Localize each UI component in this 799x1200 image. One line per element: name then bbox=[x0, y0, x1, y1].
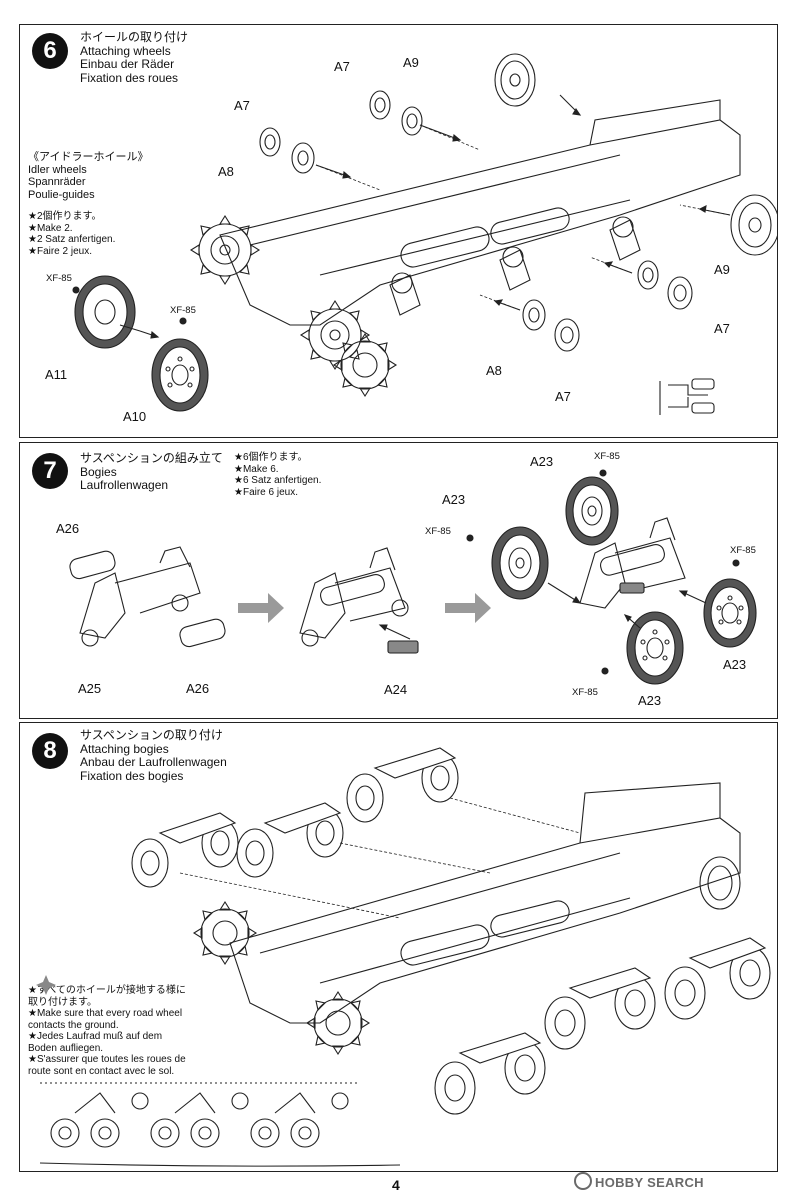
note-jp-line2: 取り付けます。 bbox=[28, 996, 97, 1008]
part-a23-top: A23 bbox=[530, 454, 554, 469]
note-fr-line1: ★S'assurer que toutes les roues de bbox=[28, 1054, 186, 1065]
part-a9-top: A9 bbox=[403, 55, 419, 70]
part-a7-bottom-rear: A7 bbox=[714, 321, 730, 336]
idler-title-fr: Poulie-guides bbox=[28, 188, 95, 201]
watermark: HOBBY SEARCH bbox=[574, 1172, 704, 1190]
step-7-title-en: Bogies bbox=[80, 464, 117, 479]
note-fr-line2: route sont en contact avec le sol. bbox=[28, 1065, 175, 1077]
idler-wheel-heading: 《アイドラーホイール》 Idler wheels Spannräder Poul… bbox=[28, 151, 148, 201]
idler-title-en: Idler wheels bbox=[28, 163, 87, 176]
note-de-line2: Boden aufliegen. bbox=[28, 1042, 104, 1054]
idler-title-jp: 《アイドラーホイール》 bbox=[28, 151, 149, 163]
step-6-panel: 6 ホイールの取り付け Attaching wheels Einbau der … bbox=[19, 24, 778, 438]
note-de-line1: ★Jedes Laufrad muß auf dem bbox=[28, 1031, 163, 1042]
part-a9-bottom: A9 bbox=[714, 262, 730, 277]
part-a24: A24 bbox=[384, 682, 408, 697]
step-6-title-de: Einbau der Räder bbox=[80, 57, 175, 71]
step-6-title-jp: ホイールの取り付け bbox=[80, 30, 189, 44]
watermark-logo-icon bbox=[574, 1172, 592, 1190]
step-6-title: ホイールの取り付け Attaching wheels Einbau der Rä… bbox=[80, 30, 189, 85]
paint-xf85-top: XF-85 bbox=[594, 451, 620, 462]
step-8-title-en: Attaching bogies bbox=[80, 741, 169, 756]
step-7-title: サスペンションの組み立て Bogies Laufrollenwagen bbox=[80, 451, 223, 493]
step-8-title-jp: サスペンションの取り付け bbox=[80, 728, 223, 742]
step-8-title-de: Anbau der Laufrollenwagen bbox=[80, 755, 227, 769]
part-a8-top: A8 bbox=[218, 164, 234, 179]
step-8-assembly-drawing bbox=[36, 747, 771, 1167]
part-a7-top-front: A7 bbox=[234, 98, 250, 113]
note-en-line1: ★Make sure that every road wheel bbox=[28, 1008, 183, 1019]
part-a26-bottom: A26 bbox=[186, 681, 210, 696]
step-7-title-jp: サスペンションの組み立て bbox=[80, 451, 223, 465]
bogie-make-note: ★6個作ります。 ★Make 6. ★6 Satz anfertigen. ★F… bbox=[234, 452, 321, 498]
paint-xf85-bottom: XF-85 bbox=[572, 687, 598, 698]
idler-make-fr: ★Faire 2 jeux. bbox=[28, 245, 92, 257]
paint-xf85-right: XF-85 bbox=[730, 545, 756, 556]
part-a11: A11 bbox=[45, 367, 68, 382]
step-8-title-fr: Fixation des bogies bbox=[80, 768, 184, 783]
part-a23-bottom: A23 bbox=[638, 693, 662, 708]
paint-xf85-a11: XF-85 bbox=[46, 273, 72, 284]
idler-make-note: ★2個作ります。 ★Make 2. ★2 Satz anfertigen. ★F… bbox=[28, 211, 115, 257]
bogie-make-de: ★6 Satz anfertigen. bbox=[234, 475, 322, 486]
step-8-panel: 8 サスペンションの取り付け Attaching bogies Anbau de… bbox=[19, 722, 778, 1172]
paint-xf85-a10: XF-85 bbox=[170, 305, 196, 316]
ground-contact-note: ★すべてのホイールが接地する様に 取り付けます。 ★Make sure that… bbox=[28, 985, 186, 1077]
part-a8-bottom: A8 bbox=[486, 363, 502, 378]
part-a7-bottom-front: A7 bbox=[555, 389, 571, 404]
step-7-title-de: Laufrollenwagen bbox=[80, 478, 169, 492]
idler-make-jp: ★2個作ります。 bbox=[28, 211, 102, 222]
note-jp-line1: ★すべてのホイールが接地する様に bbox=[28, 985, 186, 996]
part-a26-top: A26 bbox=[56, 521, 80, 536]
bogie-make-jp: ★6個作ります。 bbox=[234, 452, 308, 463]
idler-make-de: ★2 Satz anfertigen. bbox=[28, 234, 116, 245]
part-a23-left: A23 bbox=[442, 492, 466, 507]
step-6-title-en: Attaching wheels bbox=[80, 43, 171, 58]
bogie-make-fr: ★Faire 6 jeux. bbox=[234, 486, 298, 498]
step-8-badge: 8 bbox=[32, 733, 68, 769]
note-en-line2: contacts the ground. bbox=[28, 1019, 119, 1031]
part-a7-top-rear: A7 bbox=[334, 59, 350, 74]
part-a23-right: A23 bbox=[723, 657, 747, 672]
step-7-assembly-drawing bbox=[69, 469, 757, 685]
watermark-text: HOBBY SEARCH bbox=[595, 1175, 704, 1190]
step-7-panel: 7 サスペンションの組み立て Bogies Laufrollenwagen ★6… bbox=[19, 442, 778, 719]
page-number: 4 bbox=[392, 1177, 400, 1193]
step-6-assembly-drawing bbox=[72, 53, 777, 415]
paint-xf85-left: XF-85 bbox=[425, 526, 451, 537]
step-8-title: サスペンションの取り付け Attaching bogies Anbau der … bbox=[80, 728, 227, 783]
bogie-make-en: ★Make 6. bbox=[234, 463, 279, 475]
part-a25: A25 bbox=[78, 681, 102, 696]
step-6-title-fr: Fixation des roues bbox=[80, 70, 179, 85]
step-6-badge: 6 bbox=[32, 33, 68, 69]
part-a10: A10 bbox=[123, 409, 147, 424]
idler-title-de: Spannräder bbox=[28, 176, 86, 188]
step-7-badge: 7 bbox=[32, 453, 68, 489]
idler-make-en: ★Make 2. bbox=[28, 222, 73, 234]
